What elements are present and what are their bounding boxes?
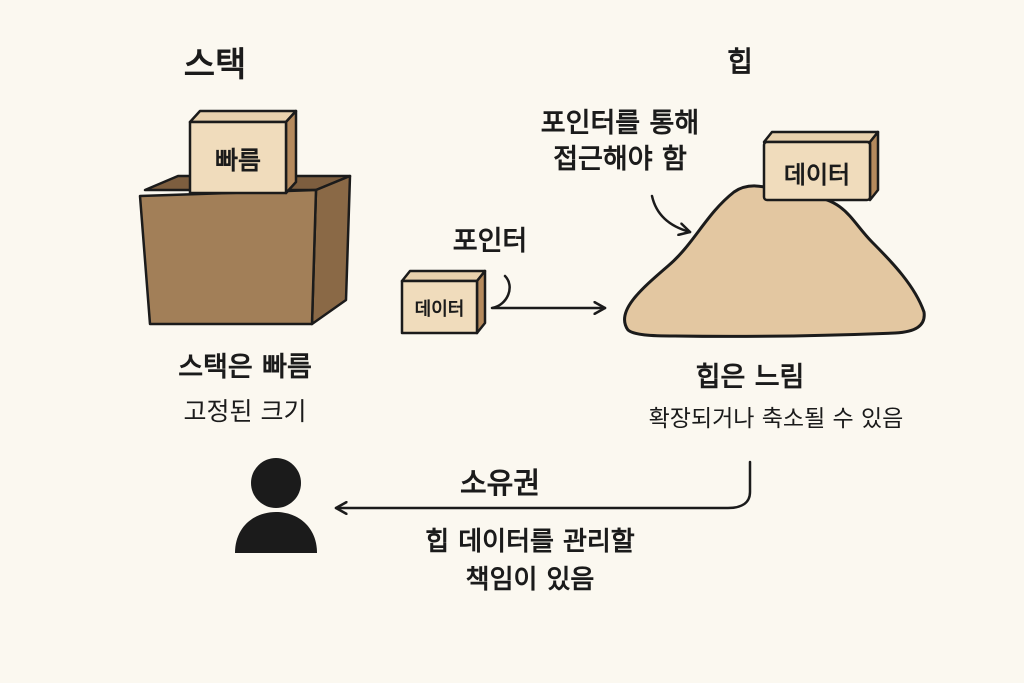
heap-mound [622, 184, 926, 338]
pointer-data-box [400, 269, 487, 335]
heap-data-box [762, 130, 880, 202]
pointer-arrow [490, 274, 605, 308]
heap-caption-sub: 확장되거나 축소될 수 있음 [648, 406, 904, 432]
ownership-title: 소유권 [459, 466, 541, 500]
stack-container [138, 174, 352, 326]
ownership-note-line2: 책임이 있음 [465, 565, 595, 595]
person-icon [235, 458, 317, 553]
stack-caption-sub: 고정된 크기 [183, 397, 307, 426]
heap-caption-main: 힙은 느림 [695, 362, 805, 393]
stack-caption-main: 스택은 빠름 [178, 352, 312, 383]
stack-box [188, 109, 298, 195]
ownership-note-line1: 힙 데이터를 관리할 [425, 527, 635, 557]
heap-box-label: 데이터 [783, 161, 851, 189]
heap-access-note-line2: 접근해야 함 [553, 144, 687, 175]
pointer-box-label: 데이터 [414, 299, 465, 320]
pointer-label: 포인터 [452, 226, 528, 257]
stack-title: 스택 [183, 45, 247, 85]
access-note-arrow [650, 194, 690, 232]
stack-box-label: 빠름 [214, 146, 261, 175]
ownership-arrow [336, 460, 752, 508]
heap-access-note-line1: 포인터를 통해 [540, 108, 700, 139]
heap-title: 힙 [727, 45, 753, 78]
